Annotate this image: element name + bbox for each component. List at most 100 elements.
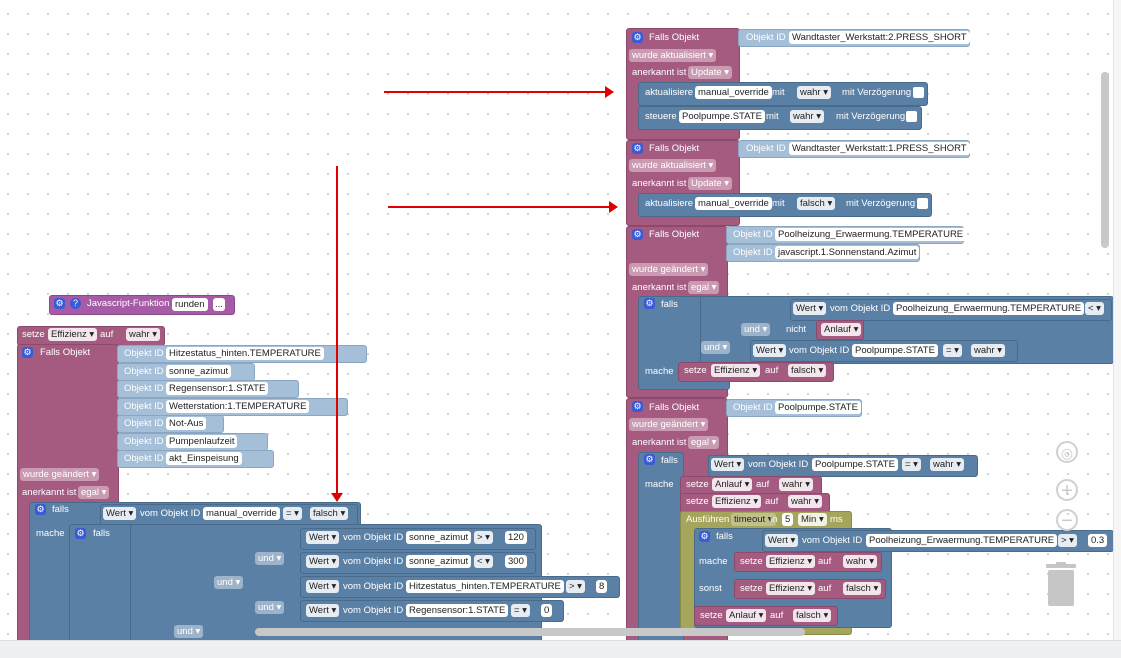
horizontal-scrollbar[interactable] bbox=[255, 628, 805, 636]
object-id-field[interactable]: manual_override bbox=[203, 507, 280, 520]
value-dropdown[interactable]: Wert ▾ bbox=[306, 580, 340, 593]
variable-dropdown[interactable]: Effizienz ▾ bbox=[48, 328, 98, 341]
trigger-dropdown[interactable]: wurde aktualisiert ▾ bbox=[629, 49, 717, 62]
object-id-field[interactable]: Poolpumpe.STATE bbox=[775, 401, 861, 414]
gear-icon[interactable]: ⚙ bbox=[35, 504, 46, 515]
and-dropdown[interactable]: und ▾ bbox=[255, 552, 285, 565]
object-id-field[interactable]: Poolheizung_Erwaermung.TEMPERATURE bbox=[775, 228, 967, 241]
value-dropdown[interactable]: Wert ▾ bbox=[793, 302, 827, 315]
and-dropdown[interactable]: und ▾ bbox=[255, 601, 285, 614]
value-dropdown[interactable]: wahr ▾ bbox=[797, 86, 831, 99]
zoom-out-icon[interactable]: − bbox=[1056, 509, 1078, 531]
gear-icon[interactable]: ⚙ bbox=[22, 347, 33, 358]
value-dropdown[interactable]: falsch ▾ bbox=[310, 507, 349, 520]
operator-dropdown[interactable]: > ▾ bbox=[474, 531, 493, 544]
object-id-field[interactable]: Regensensor:1.STATE bbox=[166, 382, 269, 395]
value-dropdown[interactable]: falsch ▾ bbox=[797, 197, 836, 210]
blockly-workspace[interactable]: ⚙ Falls Objekt Objekt ID Wandtaster_Werk… bbox=[0, 0, 1113, 640]
gear-icon[interactable]: ⚙ bbox=[75, 528, 86, 539]
gear-icon[interactable]: ⚙ bbox=[632, 229, 643, 240]
update-var-block[interactable] bbox=[638, 193, 932, 217]
trigger-dropdown[interactable]: wurde aktualisiert ▾ bbox=[629, 159, 717, 172]
value-dropdown[interactable]: falsch ▾ bbox=[843, 582, 882, 595]
gear-icon[interactable]: ⚙ bbox=[632, 32, 643, 43]
ack-dropdown[interactable]: egal ▾ bbox=[688, 281, 720, 294]
object-id-field[interactable]: Hitzestatus_hinten.TEMPERATURE bbox=[166, 347, 324, 360]
variable-dropdown[interactable]: Anlauf ▾ bbox=[726, 609, 767, 622]
variable-dropdown[interactable]: Effizienz ▾ bbox=[711, 364, 761, 377]
value-dropdown[interactable]: falsch ▾ bbox=[793, 609, 832, 622]
ack-dropdown[interactable]: Update ▾ bbox=[688, 177, 733, 190]
object-id-field[interactable]: akt_Einspeisung bbox=[166, 452, 242, 465]
value-dropdown[interactable]: wahr ▾ bbox=[930, 458, 964, 471]
value-dropdown[interactable]: Wert ▾ bbox=[103, 507, 137, 520]
object-id-field[interactable]: Poolpumpe.STATE bbox=[812, 458, 898, 471]
delay-checkbox[interactable] bbox=[913, 87, 924, 98]
number-field[interactable]: 0 bbox=[541, 604, 553, 617]
ack-dropdown[interactable]: egal ▾ bbox=[688, 436, 720, 449]
delay-checkbox[interactable] bbox=[906, 111, 917, 122]
value-dropdown[interactable]: Wert ▾ bbox=[753, 344, 787, 357]
value-dropdown[interactable]: Wert ▾ bbox=[765, 534, 799, 547]
object-id-field[interactable]: Poolheizung_Erwaermung.TEMPERATURE bbox=[866, 534, 1058, 547]
object-id-field[interactable]: Not-Aus bbox=[166, 417, 207, 430]
value-dropdown[interactable]: wahr ▾ bbox=[790, 110, 824, 123]
update-var-block[interactable] bbox=[638, 82, 928, 106]
gear-icon[interactable]: ⚙ bbox=[632, 143, 643, 154]
trigger-dropdown[interactable]: wurde geändert ▾ bbox=[20, 468, 100, 481]
object-id-field[interactable]: Pumpenlaufzeit bbox=[166, 434, 238, 448]
object-id-field[interactable]: Regensensor:1.STATE bbox=[406, 604, 509, 617]
operator-dropdown[interactable]: = ▾ bbox=[943, 344, 962, 357]
object-id-field[interactable]: sonne_azimut bbox=[406, 555, 472, 568]
value-dropdown[interactable]: wahr ▾ bbox=[779, 478, 813, 491]
value-dropdown[interactable]: wahr ▾ bbox=[126, 328, 160, 341]
gear-icon[interactable]: ⚙ bbox=[644, 454, 655, 465]
variable-dropdown[interactable]: Anlauf ▾ bbox=[712, 478, 753, 491]
number-field[interactable]: 300 bbox=[505, 555, 527, 568]
zoom-in-icon[interactable]: + bbox=[1056, 479, 1078, 501]
value-dropdown[interactable]: wahr ▾ bbox=[788, 495, 822, 508]
value-dropdown[interactable]: Wert ▾ bbox=[711, 458, 745, 471]
value-dropdown[interactable]: wahr ▾ bbox=[971, 344, 1005, 357]
number-field[interactable]: 0.3 bbox=[1088, 534, 1108, 547]
question-icon[interactable]: ? bbox=[70, 298, 81, 309]
object-id-field[interactable]: Hitzestatus_hinten.TEMPERATURE bbox=[406, 580, 564, 593]
object-id-field[interactable]: Wandtaster_Werkstatt:1.PRESS_SHORT bbox=[789, 142, 970, 155]
gear-icon[interactable]: ⚙ bbox=[699, 531, 710, 542]
operator-dropdown[interactable]: = ▾ bbox=[511, 604, 530, 617]
number-field[interactable]: 8 bbox=[596, 580, 608, 593]
var-field[interactable]: manual_override bbox=[695, 197, 772, 210]
delay-checkbox[interactable] bbox=[917, 198, 928, 209]
vertical-scrollbar[interactable] bbox=[1101, 72, 1109, 248]
variable-dropdown[interactable]: Effizienz ▾ bbox=[766, 582, 816, 595]
ack-dropdown[interactable]: Update ▾ bbox=[688, 66, 733, 79]
operator-dropdown[interactable]: < ▾ bbox=[474, 555, 493, 568]
trash-icon[interactable] bbox=[1044, 562, 1078, 608]
function-name-field[interactable]: runden bbox=[172, 298, 208, 311]
gear-icon[interactable]: ⚙ bbox=[54, 298, 65, 309]
value-dropdown[interactable]: falsch ▾ bbox=[788, 364, 827, 377]
var-field[interactable]: manual_override bbox=[695, 86, 772, 99]
value-dropdown[interactable]: wahr ▾ bbox=[843, 555, 877, 568]
value-dropdown[interactable]: Wert ▾ bbox=[306, 555, 340, 568]
number-field[interactable]: 120 bbox=[505, 531, 527, 544]
object-id-field[interactable]: sonne_azimut bbox=[406, 531, 472, 544]
timeout-value-field[interactable]: 5 bbox=[782, 513, 794, 526]
object-id-field[interactable]: sonne_azimut bbox=[166, 364, 232, 378]
variable-dropdown[interactable]: Effizienz ▾ bbox=[712, 495, 762, 508]
and-dropdown[interactable]: und ▾ bbox=[701, 341, 731, 354]
value-dropdown[interactable]: Wert ▾ bbox=[306, 531, 340, 544]
timeout-name-field[interactable]: timeout ▾ bbox=[731, 513, 776, 526]
function-more-field[interactable]: ... bbox=[213, 298, 225, 311]
and-dropdown[interactable]: und ▾ bbox=[741, 323, 771, 336]
ack-dropdown[interactable]: egal ▾ bbox=[78, 486, 110, 499]
trigger-dropdown[interactable]: wurde geändert ▾ bbox=[629, 263, 709, 276]
value-dropdown[interactable]: Wert ▾ bbox=[306, 604, 340, 617]
and-dropdown[interactable]: und ▾ bbox=[214, 576, 244, 589]
trigger-dropdown[interactable]: wurde geändert ▾ bbox=[629, 418, 709, 431]
operator-dropdown[interactable]: > ▾ bbox=[1058, 534, 1077, 547]
operator-dropdown[interactable]: = ▾ bbox=[283, 507, 302, 520]
object-id-field[interactable]: Wetterstation:1.TEMPERATURE bbox=[166, 399, 310, 413]
operator-dropdown[interactable]: > ▾ bbox=[566, 580, 585, 593]
object-id-field[interactable]: javascript.1.Sonnenstand.Azimut bbox=[775, 246, 920, 259]
